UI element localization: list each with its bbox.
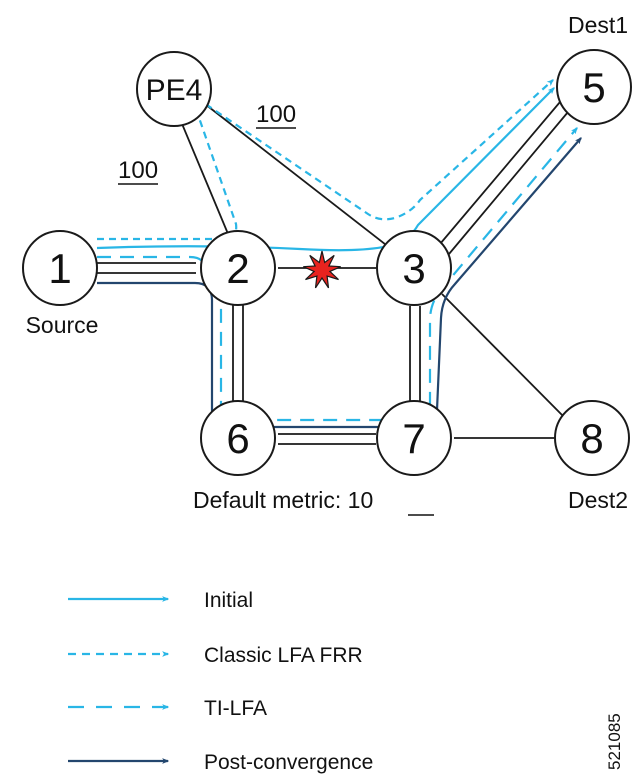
node-3-label: 3 bbox=[402, 245, 425, 292]
dest2-label: Dest2 bbox=[568, 487, 628, 513]
node-5-label: 5 bbox=[582, 64, 605, 111]
dest1-label: Dest1 bbox=[568, 12, 628, 38]
legend: Initial Classic LFA FRR TI-LFA Post-conv… bbox=[68, 589, 373, 774]
node-8: 8 bbox=[554, 400, 630, 476]
node-6: 6 bbox=[200, 400, 276, 476]
path-classic-lfa bbox=[97, 79, 554, 241]
node-pe4: PE4 bbox=[136, 51, 212, 127]
labels: Dest1 Source Dest2 100 100 Default metri… bbox=[26, 12, 628, 516]
link-3-5a bbox=[439, 101, 561, 245]
source-label: Source bbox=[26, 312, 99, 338]
node-8-label: 8 bbox=[580, 415, 603, 462]
metric-pe4-3: 100 bbox=[256, 101, 296, 128]
legend-item-ti-lfa: TI-LFA bbox=[68, 697, 267, 720]
default-metric-label: Default metric: 10 bbox=[193, 487, 373, 513]
node-pe4-label: PE4 bbox=[146, 74, 203, 107]
legend-initial-label: Initial bbox=[204, 589, 253, 612]
legend-item-initial: Initial bbox=[68, 589, 253, 612]
nodes: PE4 1 2 3 5 6 7 8 bbox=[22, 49, 632, 476]
legend-post-convergence-label: Post-convergence bbox=[204, 751, 373, 774]
node-2: 2 bbox=[200, 230, 276, 306]
node-7: 7 bbox=[376, 400, 452, 476]
legend-item-post-convergence: Post-convergence bbox=[68, 751, 373, 774]
legend-ti-lfa-label: TI-LFA bbox=[204, 697, 267, 720]
node-7-label: 7 bbox=[402, 415, 425, 462]
topology-links bbox=[94, 101, 569, 445]
node-6-label: 6 bbox=[226, 415, 249, 462]
path-ti-lfa bbox=[97, 127, 578, 422]
figure-id: 521085 bbox=[605, 713, 624, 770]
traffic-paths bbox=[96, 79, 582, 429]
link-failure-icon bbox=[303, 250, 341, 289]
default-metric-value: 10 bbox=[348, 487, 374, 513]
path-post-convergence bbox=[97, 137, 582, 429]
link-3-5b bbox=[448, 111, 569, 255]
link-pe4-2 bbox=[179, 118, 232, 242]
node-2-label: 2 bbox=[226, 245, 249, 292]
node-1: 1 bbox=[22, 230, 98, 306]
link-pe4-3 bbox=[204, 103, 391, 249]
legend-classic-lfa-label: Classic LFA FRR bbox=[204, 644, 363, 667]
node-3: 3 bbox=[376, 230, 452, 306]
metric-pe4-2: 100 bbox=[118, 157, 158, 184]
node-5: 5 bbox=[556, 49, 632, 125]
node-1-label: 1 bbox=[48, 245, 71, 292]
link-3-8 bbox=[441, 293, 568, 421]
legend-item-classic-lfa: Classic LFA FRR bbox=[68, 644, 363, 667]
